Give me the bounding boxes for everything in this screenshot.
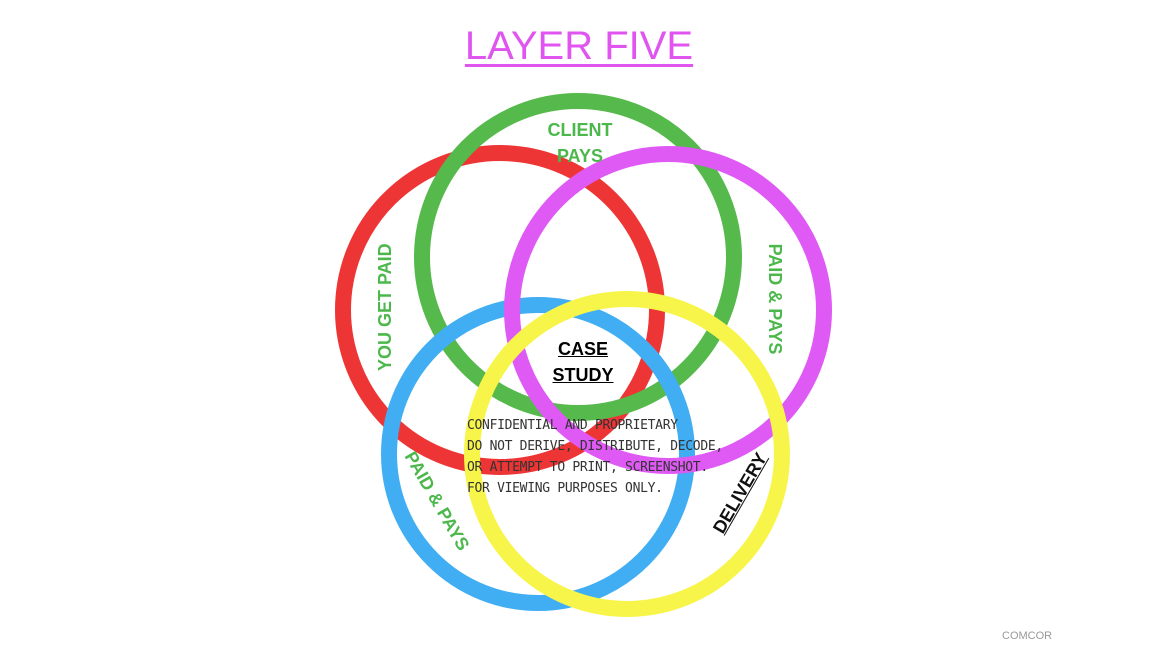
confidential-notice: CONFIDENTIAL AND PROPRIETARY DO NOT DERI…	[467, 415, 723, 499]
notice-line: OR ATTEMPT TO PRINT, SCREENSHOT.	[467, 460, 708, 475]
notice-line: DO NOT DERIVE, DISTRIBUTE, DECODE,	[467, 439, 723, 454]
yellow-circle	[464, 291, 790, 617]
pays-label: PAYS	[556, 146, 604, 166]
green-circle	[414, 93, 742, 421]
notice-line: FOR VIEWING PURPOSES ONLY.	[467, 481, 663, 496]
page-title: LAYER FIVE	[464, 24, 694, 68]
magenta-circle	[504, 146, 832, 474]
study-label: STUDY	[552, 365, 614, 385]
client-pays-label: CLIENT PAYS	[530, 117, 630, 169]
client-label: CLIENT	[547, 120, 613, 140]
case-study-label: CASE STUDY	[535, 336, 631, 388]
footer-brand: COMCOR	[1002, 630, 1053, 642]
case-label: CASE	[557, 339, 608, 359]
notice-line: CONFIDENTIAL AND PROPRIETARY	[467, 418, 678, 433]
you-get-paid-label: YOU GET PAID	[375, 243, 395, 371]
blue-circle	[381, 297, 695, 611]
paid-pays-right-label: PAID & PAYS	[765, 243, 785, 355]
